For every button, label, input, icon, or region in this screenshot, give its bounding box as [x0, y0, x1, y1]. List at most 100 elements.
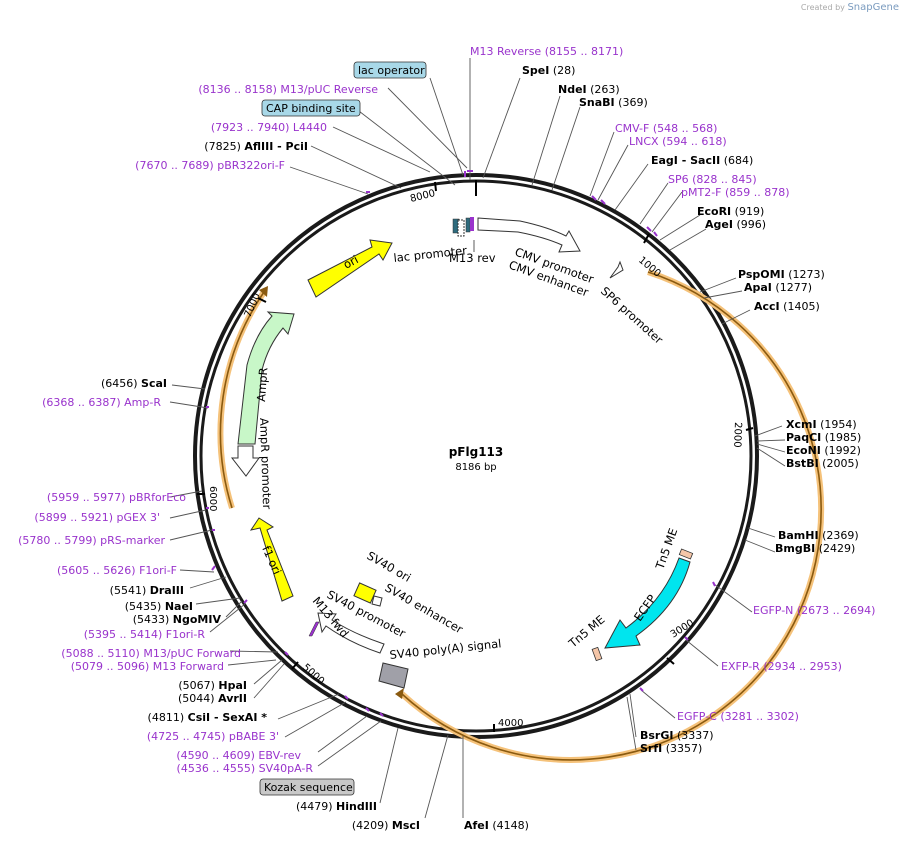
tick-marks: [197, 180, 754, 732]
site-7: SP6 (828 .. 845): [668, 173, 757, 186]
site-name: HpaI: [218, 679, 247, 692]
plasmid-name: pFlg113: [449, 445, 504, 459]
site-name: pRS-marker: [100, 534, 165, 547]
site-coord: (263): [590, 83, 620, 96]
site-coord: (5605 .. 5626): [57, 564, 136, 577]
site-coord: (3357): [666, 742, 703, 755]
sv40-polya-mark: [378, 662, 409, 689]
site-name: BsrGI: [640, 729, 673, 742]
site-name: Amp-R: [124, 396, 161, 409]
site-31: (4811) CsiI - SexAI *: [148, 711, 268, 724]
backbone-outer-ring: [193, 173, 759, 739]
site-coord: (1985): [825, 431, 862, 444]
site-44: (6368 .. 6387) Amp-R: [42, 396, 161, 409]
site-29: (4590 .. 4609) EBV-rev: [176, 749, 301, 762]
plasmid-length: 8186 bp: [455, 462, 496, 473]
site-name: AccI: [754, 300, 780, 313]
site-coord: (3337): [677, 729, 714, 742]
ori-arrow: [307, 239, 393, 298]
site-coord: (4725 .. 4745): [147, 730, 226, 743]
site-45: (6456) ScaI: [101, 377, 167, 390]
site-48: (7923 .. 7940) L4440: [211, 121, 327, 134]
tick-2000: 2000: [731, 422, 743, 448]
site-name: HindIII: [336, 800, 377, 813]
site-9: EcoRI (919): [697, 205, 764, 218]
site-coord: (828 .. 845): [692, 173, 757, 186]
site-26: (4209) MscI: [352, 819, 420, 832]
site-connectors: [169, 58, 786, 819]
site-name: pMT2-F: [681, 186, 722, 199]
site-5: LNCX (594 .. 618): [629, 135, 727, 148]
site-name: L4440: [293, 121, 327, 134]
site-name-2: - PciI: [273, 140, 308, 153]
site-name: PspOMI: [738, 268, 785, 281]
site-name: EGFP-N: [753, 604, 793, 617]
site-coord: (859 .. 878): [725, 186, 790, 199]
site-coord: (2429): [819, 542, 856, 555]
site-coord: (5433): [133, 613, 170, 626]
site-name: EcoRI: [697, 205, 731, 218]
ampr-promoter-arrow: [230, 445, 260, 477]
site-23: BsrGI (3337): [640, 729, 714, 742]
site-name: CMV-F: [615, 122, 649, 135]
site-coord: (684): [724, 154, 754, 167]
site-21: EXFP-R (2934 .. 2953): [721, 660, 842, 673]
m13-rev-label: M13 rev: [449, 251, 496, 265]
site-coord: (1405): [783, 300, 820, 313]
site-coord: (594 .. 618): [662, 135, 727, 148]
site-coord: (5780 .. 5799): [18, 534, 97, 547]
site-coord: (5067): [178, 679, 215, 692]
site-name: NdeI: [558, 83, 587, 96]
site-name: ScaI: [141, 377, 167, 390]
site-2: NdeI (263): [558, 83, 620, 96]
site-coord: (1992): [824, 444, 861, 457]
site-name: BstBI: [786, 457, 819, 470]
ampr-arrow: [237, 311, 295, 445]
site-38: (5435) NaeI: [125, 600, 193, 613]
sv40-ori-mark: [353, 582, 377, 604]
ampr-promoter-label: AmpR promoter: [257, 418, 274, 510]
site-15: PaqCI (1985): [786, 431, 861, 444]
site-name: SpeI: [522, 64, 549, 77]
site-28: (4536 .. 4555) SV40pA-R: [177, 762, 314, 775]
site-coord: (6368 .. 6387): [42, 396, 121, 409]
site-40: (5605 .. 5626) F1ori-F: [57, 564, 177, 577]
tick-4000: 4000: [498, 718, 523, 729]
site-coord: (5959 .. 5977): [47, 491, 126, 504]
tn5-me-bottom-mark: [591, 646, 603, 662]
site-6: EagI - SacII (684): [651, 154, 753, 167]
site-coord: (1273): [788, 268, 825, 281]
site-33: (5067) HpaI: [178, 679, 247, 692]
tick-6000: 6000: [207, 486, 218, 511]
site-name: NaeI: [165, 600, 193, 613]
site-name: M13 Reverse: [470, 45, 541, 58]
site-27: (4479) HindIII: [296, 800, 377, 813]
ori-label: ori: [341, 252, 361, 271]
tn5-me-bottom-label: Tn5 ME: [565, 612, 607, 651]
lac-operator-mark: [465, 217, 471, 233]
site-10: AgeI (996): [705, 218, 766, 231]
kozak-sequence-label: Kozak sequence: [264, 781, 353, 794]
site-32: (5044) AvrII: [178, 692, 247, 705]
m13-fwd-arrow: [308, 621, 320, 637]
site-1: SpeI (28): [522, 64, 575, 77]
site-20: EGFP-N (2673 .. 2694): [753, 604, 875, 617]
site-name: SnaBI: [579, 96, 615, 109]
site-11: PspOMI (1273): [738, 268, 825, 281]
site-coord: (4479): [296, 800, 333, 813]
site-labels: M13 Reverse (8155 .. 8171)SpeI (28)NdeI …: [18, 45, 875, 832]
site-name-2: - SacII: [678, 154, 720, 167]
site-coord: (8136 .. 8158): [198, 83, 277, 96]
site-49: (8136 .. 8158) M13/pUC Reverse: [198, 83, 378, 96]
site-name: pBR322ori-F: [217, 159, 285, 172]
site-coord: (5541): [110, 584, 147, 597]
site-name: SP6: [668, 173, 689, 186]
sv40-promoter-arrow: [317, 612, 385, 654]
site-coord: (5899 .. 5921): [34, 511, 113, 524]
site-coord: (7923 .. 7940): [211, 121, 290, 134]
site-name: M13/pUC Forward: [143, 647, 241, 660]
sp6-promoter-arrow: [609, 260, 624, 279]
site-8: pMT2-F (859 .. 878): [681, 186, 790, 199]
lac-promoter-arrow: [457, 219, 465, 237]
